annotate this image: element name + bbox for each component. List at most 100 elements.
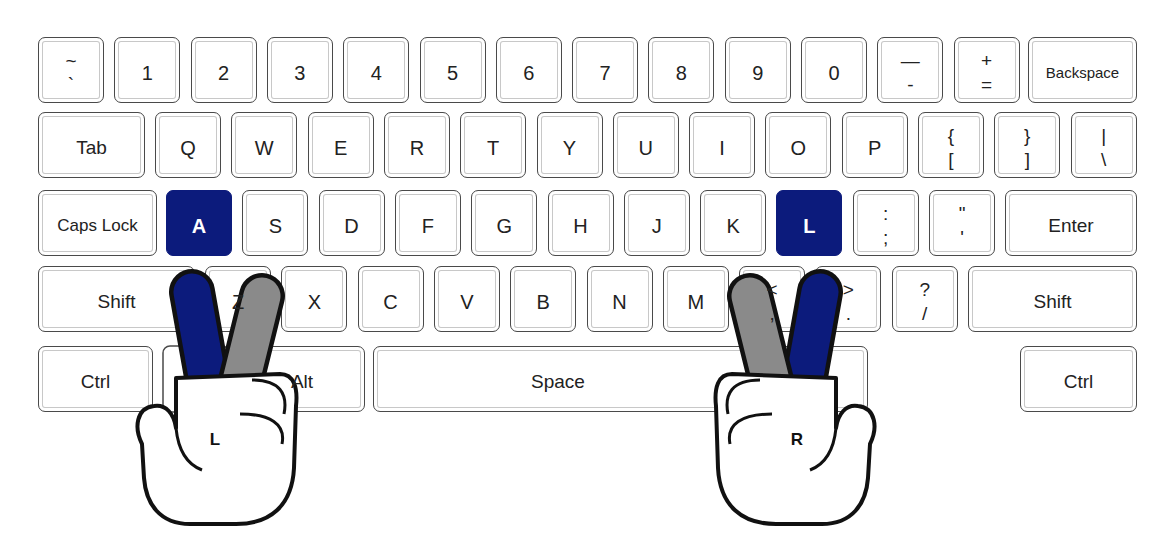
key-label: J [652, 216, 662, 237]
keyboard-key: K [700, 190, 766, 256]
keyboard-key: A [166, 190, 232, 256]
keyboard-key: J [624, 190, 690, 256]
keyboard-key: S [242, 190, 308, 256]
key-label: C [383, 292, 397, 313]
key-label: — [901, 51, 920, 71]
keyboard-key: T [460, 112, 526, 178]
key-label: 9 [752, 63, 763, 84]
key-label: Alt [291, 372, 313, 392]
hand-label: R [791, 430, 803, 530]
keyboard-key: :; [853, 190, 919, 256]
keyboard-key: {[ [918, 112, 984, 178]
key-label: T [487, 138, 499, 159]
keyboard-key: 8 [648, 37, 714, 103]
keyboard-key: 2 [191, 37, 257, 103]
keyboard-key: U [613, 112, 679, 178]
key-label: ' [960, 228, 964, 248]
key-label: ~ [65, 51, 76, 71]
key-label: V [460, 292, 473, 313]
keyboard-key: C [358, 266, 424, 332]
keyboard-key: I [689, 112, 755, 178]
keyboard-key: }] [994, 112, 1060, 178]
keyboard-key: X [281, 266, 347, 332]
key-label: 3 [294, 63, 305, 84]
key-label: Shift [1033, 292, 1071, 312]
key-label: < [767, 280, 778, 300]
keyboard-key: 7 [572, 37, 638, 103]
key-label: 5 [447, 63, 458, 84]
key-label: } [1024, 126, 1030, 146]
key-label: O [791, 138, 807, 159]
keyboard-key: Q [155, 112, 221, 178]
key-label: P [868, 138, 881, 159]
key-label: \ [1101, 150, 1106, 170]
key-label: : [883, 204, 888, 224]
key-label: 1 [142, 63, 153, 84]
keyboard-key: 6 [496, 37, 562, 103]
keyboard-key: Ctrl [38, 346, 153, 412]
key-label: 7 [600, 63, 611, 84]
key-label: . [846, 304, 851, 324]
key-label: ? [919, 280, 930, 300]
key-label: [ [948, 150, 953, 170]
keyboard-key: 0 [801, 37, 867, 103]
key-label: ; [883, 228, 888, 248]
key-label: Backspace [1046, 65, 1119, 81]
keyboard-key: W [231, 112, 297, 178]
keyboard-key: —- [877, 37, 943, 103]
key-label: Q [180, 138, 196, 159]
keyboard-key: ?/ [892, 266, 958, 332]
key-label: , [769, 304, 774, 324]
key-label: F [422, 216, 434, 237]
key-label: 0 [828, 63, 839, 84]
key-label: X [308, 292, 321, 313]
key-label: W [255, 138, 274, 159]
keyboard-key: E [308, 112, 374, 178]
key-label: S [269, 216, 282, 237]
key-label: I [719, 138, 725, 159]
keyboard-key: ~` [38, 37, 104, 103]
key-label: Shift [97, 292, 135, 312]
keyboard-key: H [548, 190, 614, 256]
key-label: D [344, 216, 358, 237]
key-label: = [981, 75, 992, 95]
hand: L [130, 268, 300, 530]
key-label: R [410, 138, 424, 159]
keyboard-key: G [471, 190, 537, 256]
keyboard-key: 1 [114, 37, 180, 103]
keyboard-key: Ctrl [1020, 346, 1137, 412]
keyboard-key: L [776, 190, 842, 256]
keyboard-key: Caps Lock [38, 190, 157, 256]
key-label: 8 [676, 63, 687, 84]
keyboard-key: Tab [38, 112, 145, 178]
keyboard-key: B [510, 266, 576, 332]
keyboard-key: 9 [725, 37, 791, 103]
key-label: A [192, 216, 206, 237]
hand-outline [712, 268, 882, 530]
keyboard-key: 5 [420, 37, 486, 103]
key-label: B [537, 292, 550, 313]
key-label: U [639, 138, 653, 159]
key-label: K [726, 216, 739, 237]
key-label: N [612, 292, 626, 313]
keyboard-key: 4 [343, 37, 409, 103]
hand: R [712, 268, 882, 530]
hand-label: L [210, 430, 220, 530]
keyboard-key: 3 [267, 37, 333, 103]
key-label: + [981, 51, 992, 71]
keyboard-key: O [765, 112, 831, 178]
key-label: Ctrl [1064, 372, 1094, 392]
key-label: G [496, 216, 512, 237]
key-label: - [907, 75, 913, 95]
key-label: H [573, 216, 587, 237]
hand-outline [130, 268, 300, 530]
keyboard-key: Shift [968, 266, 1137, 332]
key-label: > [843, 280, 854, 300]
keyboard-key: M [663, 266, 729, 332]
key-label: Space [531, 372, 585, 392]
keyboard-key: += [954, 37, 1020, 103]
key-label: ` [68, 75, 74, 95]
key-label: 2 [218, 63, 229, 84]
key-label: { [948, 126, 954, 146]
key-label: E [334, 138, 347, 159]
